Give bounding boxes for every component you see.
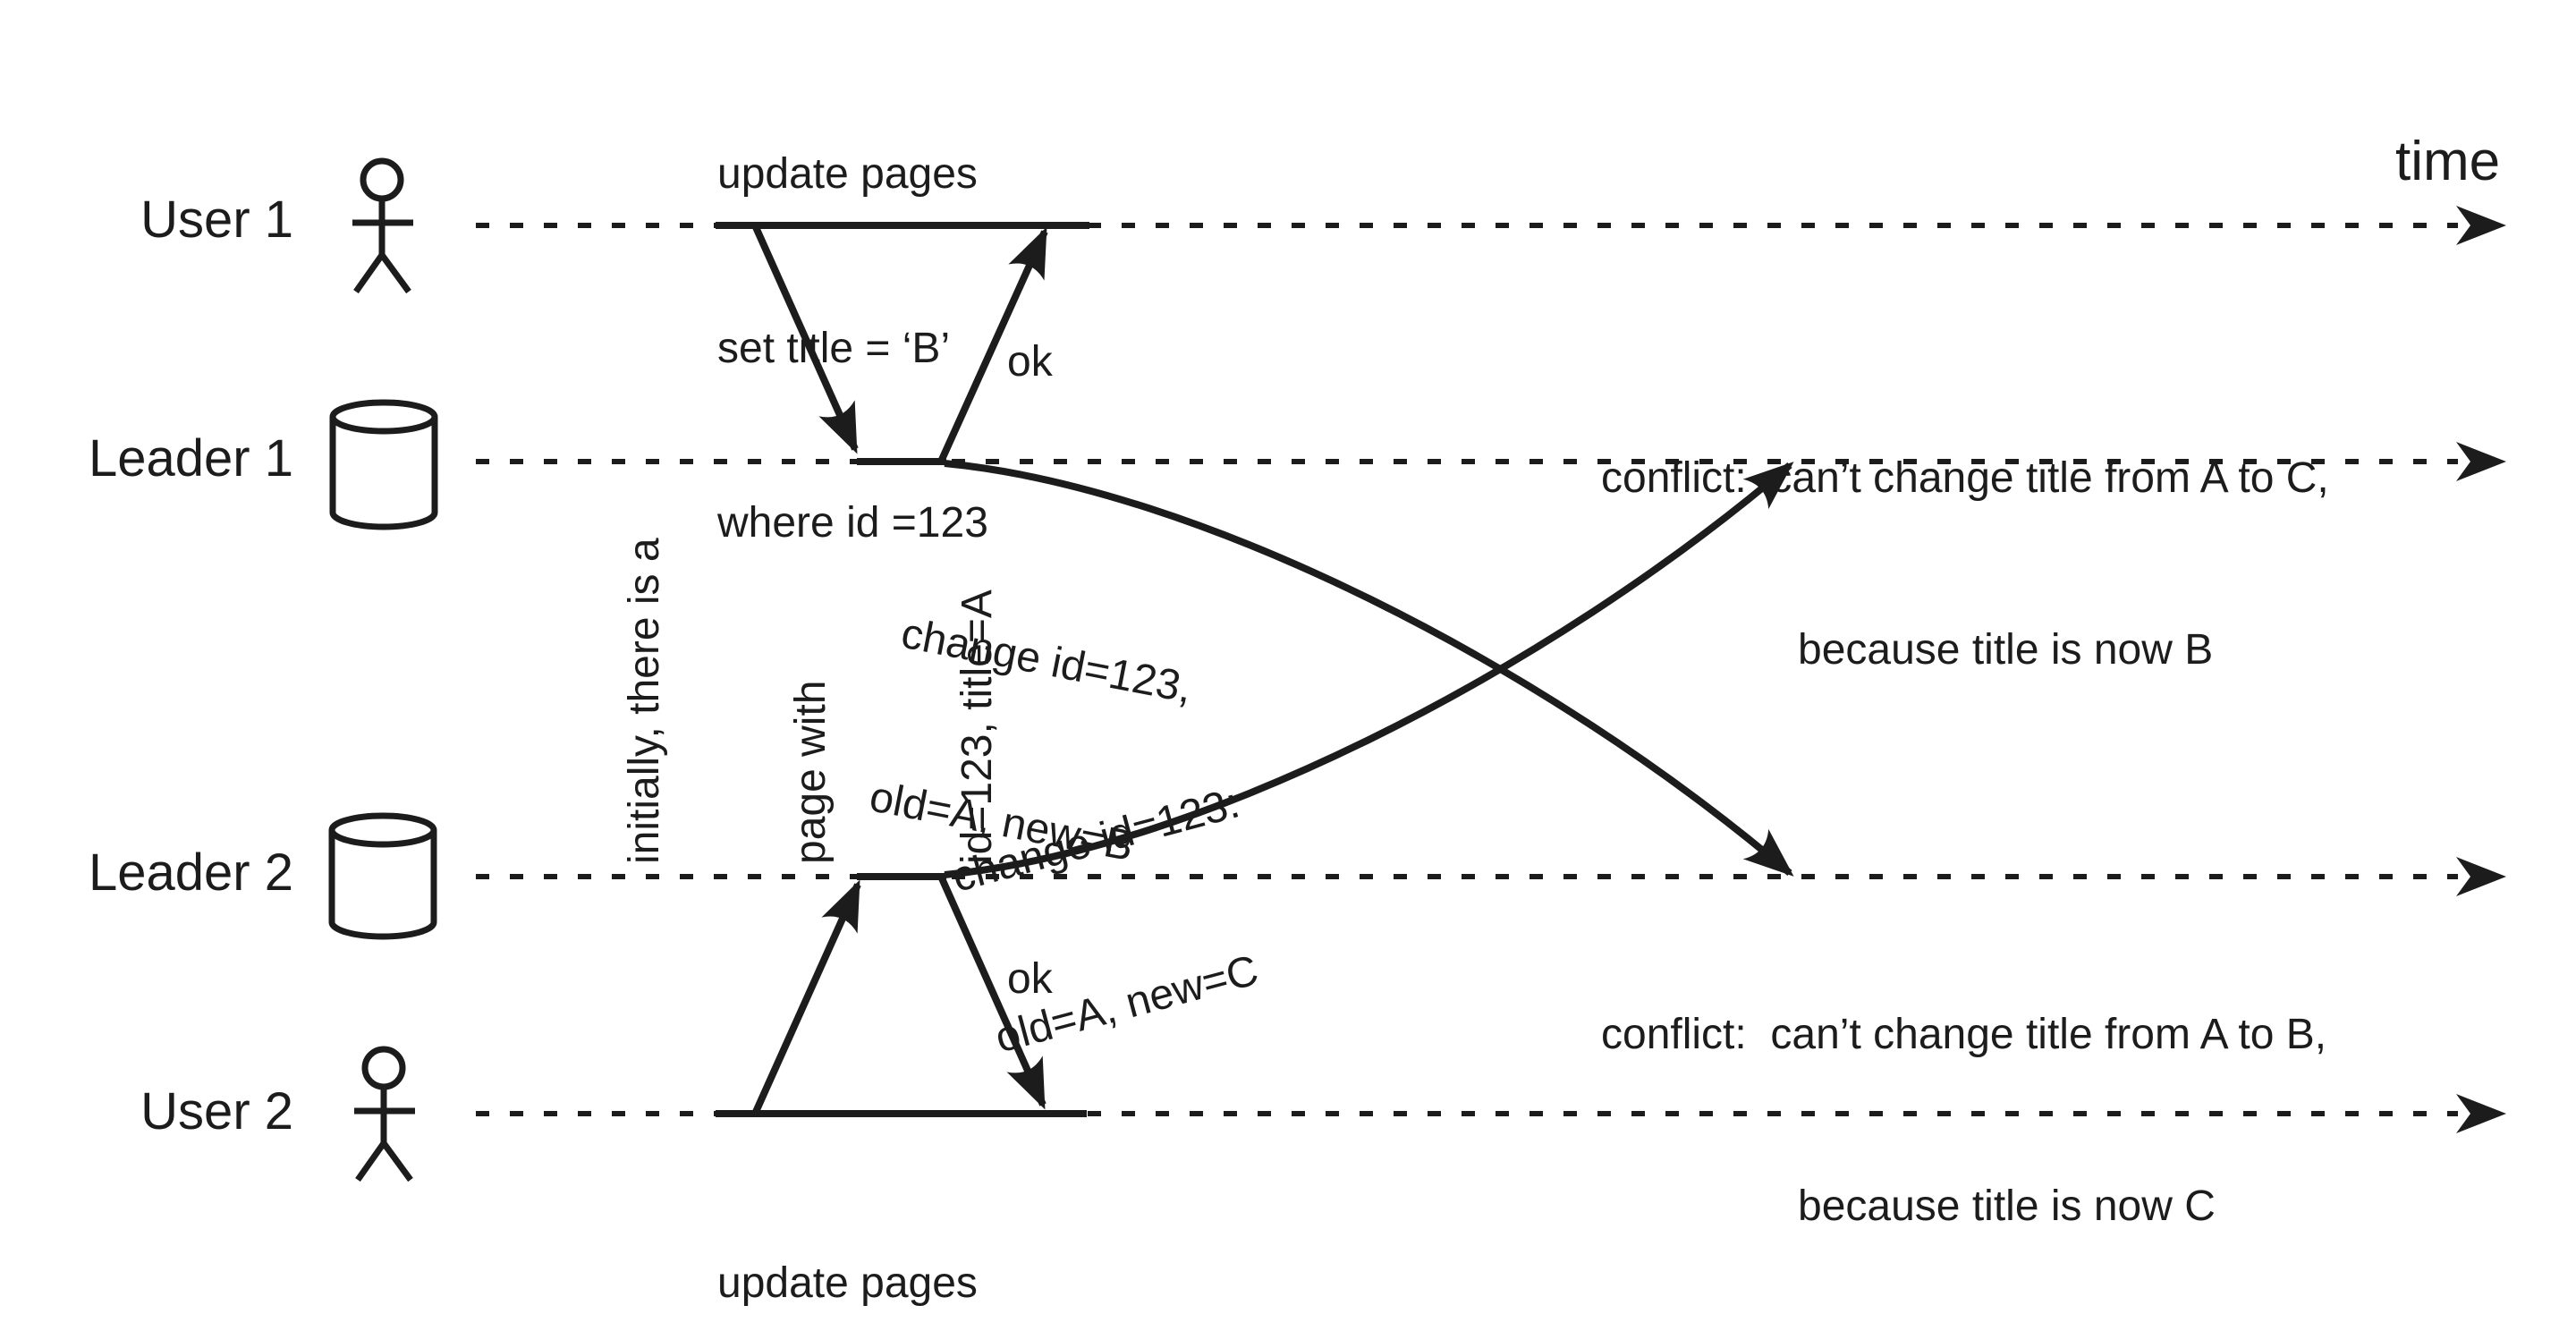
- initial-note-line2: page with: [787, 680, 835, 864]
- query-user1-line1: update pages: [717, 150, 978, 198]
- request-arrow-user2-to-leader2: [752, 879, 861, 1114]
- timeline-arrowhead-leader1: [2456, 442, 2506, 481]
- actor-label-leader2: Leader 2: [89, 844, 293, 902]
- person-icon: [352, 157, 413, 294]
- actor-label-user1: User 1: [140, 191, 293, 249]
- ok-arrow-leader1-to-user1: [937, 226, 1048, 463]
- conflict-leader2-line1: conflict: can’t change title from A to B…: [1601, 1011, 2327, 1058]
- ok-label-top: ok: [1007, 338, 1053, 386]
- replication-arrow-leader2-to-leader1: [944, 462, 1794, 878]
- timeline-arrowhead-user1: [2456, 206, 2506, 245]
- person-icon: [354, 1046, 415, 1183]
- actor-label-leader1: Leader 1: [89, 429, 293, 487]
- timeline-arrowhead-user2: [2456, 1094, 2506, 1133]
- replication-arrow-leader1-to-leader2: [944, 460, 1794, 877]
- query-user2: update pages set title = ‘C’ where id = …: [717, 1138, 1000, 1331]
- actor-label-user2: User 2: [140, 1082, 293, 1140]
- query-user1: update pages set title = ‘B’ where id =1…: [717, 29, 988, 668]
- query-user1-line2: set title = ‘B’: [717, 325, 951, 372]
- replication-c-line2: old=A, new=C: [990, 946, 1264, 1063]
- database-icon: [329, 399, 438, 530]
- query-user1-line3: where id =123: [717, 499, 988, 547]
- conflict-note-leader2: conflict: can’t change title from A to B…: [1601, 892, 2326, 1331]
- conflict-leader1-line1: conflict: can’t change title from A to C…: [1601, 454, 2329, 502]
- conflict-leader2-line2: because title is now C: [1798, 1183, 2216, 1230]
- ok-label-bottom: ok: [1007, 955, 1053, 1003]
- initial-note-line1: initially, there is a: [621, 538, 668, 864]
- ok-arrow-leader2-to-user2: [938, 877, 1046, 1110]
- conflict-note-leader1: conflict: can’t change title from A to C…: [1601, 335, 2329, 793]
- database-icon: [328, 812, 437, 940]
- conflict-leader1-line2: because title is now B: [1798, 626, 2214, 674]
- query-user2-line1: update pages: [717, 1259, 978, 1307]
- replication-c-line1: change id=123:: [947, 779, 1245, 902]
- timeline-arrowhead-leader2: [2456, 857, 2506, 896]
- time-axis-label: time: [2395, 131, 2501, 192]
- request-arrow-user1-to-leader1: [752, 225, 859, 454]
